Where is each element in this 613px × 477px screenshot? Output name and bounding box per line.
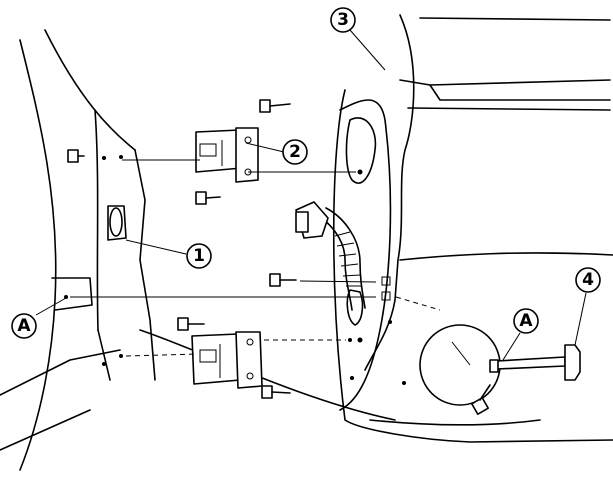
door-panel	[332, 14, 613, 443]
bolt-lower-bottom	[261, 385, 291, 399]
upper-door-hinge	[195, 127, 259, 183]
callout-a-right-label: A	[519, 311, 533, 331]
door-check-strap	[489, 344, 581, 381]
callout-3-label: 3	[337, 10, 349, 30]
callout-1: 1	[186, 243, 212, 269]
callout-1-label: 1	[193, 246, 205, 266]
bolt-upper-bottom	[195, 191, 221, 205]
callout-4-label: 4	[582, 270, 594, 290]
callout-2: 2	[282, 139, 308, 165]
callout-3: 3	[330, 7, 356, 33]
bolt-lower-top	[177, 317, 205, 331]
bolt-pillar-upper	[67, 149, 85, 163]
alignment-lines	[35, 29, 587, 366]
callout-4: 4	[575, 267, 601, 293]
callout-a-right: A	[513, 308, 539, 334]
bolt-door-mid	[269, 273, 297, 287]
bolt-check-strap	[471, 384, 491, 415]
callout-a-left-label: A	[17, 316, 31, 336]
lower-door-hinge	[191, 331, 263, 389]
hinge-bolts	[67, 99, 491, 415]
wiring-harness	[295, 201, 366, 311]
bolt-upper-top	[259, 99, 291, 113]
door-check-grommet	[107, 205, 127, 241]
callout-2-label: 2	[289, 142, 301, 162]
callout-a-left: A	[11, 313, 37, 339]
